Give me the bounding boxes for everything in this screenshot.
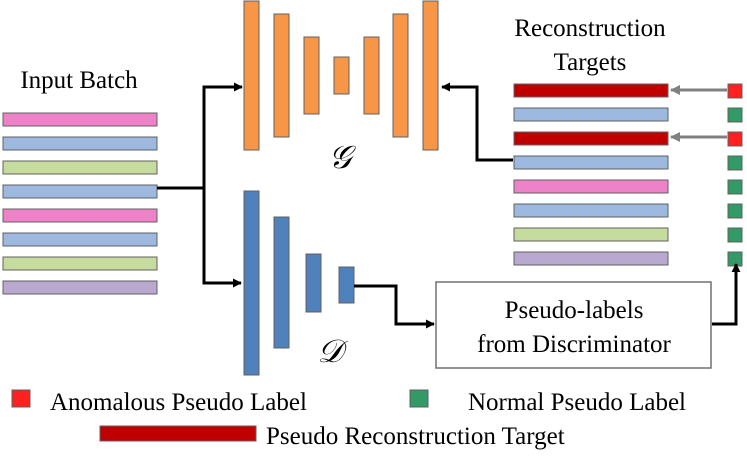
pseudo-label-squares (727, 83, 743, 267)
junction-to-discriminator-arrow (202, 188, 242, 288)
pseudo-target-row (513, 83, 669, 98)
legend-anomalous-label: Anomalous Pseudo Label (50, 389, 307, 416)
generator-layer-5 (363, 36, 380, 115)
normal-label-square (727, 227, 743, 243)
legend-anomalous-swatch (11, 389, 31, 408)
legend-normal-swatch (409, 389, 429, 408)
discriminator-layer-3 (305, 253, 322, 313)
reconstruction-title-line1: Reconstruction (514, 15, 666, 42)
discriminator-to-pseudo-labels-arrow (354, 284, 435, 329)
generator-layer-2 (273, 13, 290, 138)
input-row-blue (2, 136, 158, 151)
normal-label-square (727, 179, 743, 195)
legend-normal-label: Normal Pseudo Label (468, 389, 686, 416)
discriminator-layer-2 (273, 216, 290, 349)
target-row-blue (513, 203, 669, 218)
junction-to-generator-arrow (202, 82, 243, 188)
target-row-blue (513, 155, 669, 170)
pseudo-labels-box (435, 281, 712, 369)
target-row-blue (513, 107, 669, 122)
input-row-purple (2, 280, 158, 295)
generator-layer-4 (333, 56, 350, 95)
pseudo-target-row (513, 131, 669, 146)
normal-label-square (727, 155, 743, 171)
normal-label-square (727, 203, 743, 219)
target-row-purple (513, 251, 669, 266)
pseudo-labels-to-squares-arrow (712, 263, 741, 326)
generator-layer-6 (392, 13, 409, 138)
discriminator-layer-1 (243, 190, 260, 376)
normal-label-square (727, 251, 743, 267)
input-batch-rows (2, 112, 158, 295)
input-row-blue (2, 232, 158, 247)
normal-label-square (727, 107, 743, 123)
target-to-generator-arrow (441, 82, 513, 162)
generator-layer-3 (303, 36, 320, 115)
discriminator-layer-4 (338, 266, 355, 304)
target-row-pink (513, 179, 669, 194)
pseudo-labels-line1: Pseudo-labels (505, 297, 644, 324)
generator-layer-7 (422, 0, 439, 151)
legend-pseudo-target-label: Pseudo Reconstruction Target (266, 423, 565, 450)
input-row-green (2, 256, 158, 271)
input-row-pink (2, 112, 158, 127)
input-row-blue (2, 184, 158, 199)
input-row-pink (2, 208, 158, 223)
reconstruction-title-line2: Targets (554, 49, 627, 76)
anomalous-label-square (727, 131, 743, 147)
input-batch-title: Input Batch (20, 67, 138, 94)
anomalous-label-square (727, 83, 743, 99)
target-row-green (513, 227, 669, 242)
generator-symbol: 𝒢 (329, 138, 357, 176)
generator-network (243, 0, 439, 151)
reconstruction-target-rows (513, 83, 669, 266)
pseudo-labels-line2: from Discriminator (477, 331, 671, 358)
legend-pseudo-target-swatch (99, 425, 257, 442)
discriminator-symbol: 𝒟 (317, 332, 348, 370)
generator-layer-1 (243, 0, 260, 151)
input-row-green (2, 160, 158, 175)
